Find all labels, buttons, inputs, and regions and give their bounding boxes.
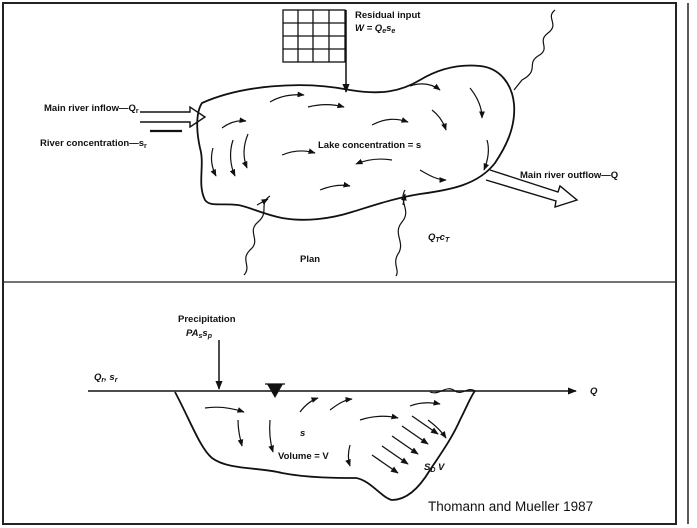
section-outflow-label: Q bbox=[590, 386, 598, 397]
residual-input-formula: W = Qese bbox=[355, 23, 395, 35]
source-credit: Thomann and Mueller 1987 bbox=[428, 499, 593, 514]
lake-circulation-arrows bbox=[212, 84, 489, 190]
outer-border bbox=[3, 3, 676, 524]
tributary-arrow bbox=[257, 199, 268, 205]
main-river-inflow-label: Main river inflow—Qr bbox=[44, 103, 139, 115]
main-river-inflow-arrow bbox=[140, 107, 205, 131]
residual-input-label: Residual input bbox=[355, 10, 421, 21]
residual-input-grid bbox=[283, 10, 345, 62]
tributary-load-label: QTcT bbox=[428, 232, 450, 244]
main-river-outflow-label: Main river outflow—Q bbox=[520, 170, 618, 181]
sediment-label: SD V bbox=[424, 462, 445, 474]
precipitation-formula: PAssp bbox=[186, 328, 213, 340]
section-inflow-label: Qr, sr bbox=[94, 372, 119, 384]
precipitation-label: Precipitation bbox=[178, 314, 236, 325]
river-concentration-label: River concentration—sr bbox=[40, 138, 147, 150]
volume-label: Volume = V bbox=[278, 451, 329, 462]
section-s-label: s bbox=[300, 428, 305, 439]
plan-label: Plan bbox=[300, 254, 320, 265]
lake-concentration-label: Lake concentration = s bbox=[318, 140, 421, 151]
